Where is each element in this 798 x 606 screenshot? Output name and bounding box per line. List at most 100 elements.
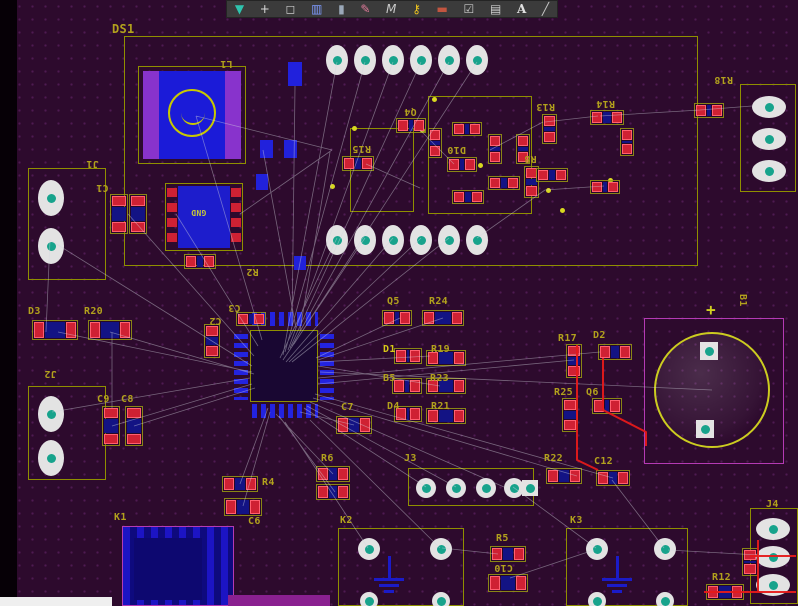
selection-box-icon[interactable]: ◻	[285, 1, 296, 16]
label-ds1[interactable]: DS1	[112, 22, 135, 36]
label-l1[interactable]: L1	[220, 58, 233, 69]
label-c9[interactable]: C9	[97, 394, 110, 405]
label-c12[interactable]: C12	[594, 456, 613, 467]
th-pad[interactable]	[438, 45, 460, 75]
label-q6[interactable]: Q6	[586, 387, 599, 398]
component-chip[interactable]	[488, 176, 520, 190]
component-r24[interactable]	[422, 310, 464, 326]
component-chip[interactable]	[428, 128, 442, 158]
label-r24[interactable]: R24	[429, 296, 448, 307]
via[interactable]	[432, 97, 437, 102]
component-r19[interactable]	[426, 350, 466, 366]
component-chip[interactable]	[590, 180, 620, 194]
label-q4[interactable]: Q4	[404, 106, 417, 117]
component-q5[interactable]	[382, 310, 412, 326]
label-d3[interactable]: D3	[28, 306, 41, 317]
r18-pad-2[interactable]	[752, 128, 786, 150]
column-chart-icon[interactable]: ▥	[311, 1, 323, 16]
component-r17[interactable]	[566, 344, 582, 378]
via[interactable]	[478, 163, 483, 168]
component-r8[interactable]	[524, 166, 539, 198]
component-q6[interactable]	[592, 398, 622, 414]
component-c7[interactable]	[336, 416, 372, 434]
label-c8[interactable]: C8	[121, 394, 134, 405]
checkbox-edit-icon[interactable]: ☑	[463, 1, 475, 16]
pencil-icon[interactable]: ✎	[360, 1, 371, 16]
label-j1[interactable]: J1	[86, 158, 99, 169]
via[interactable]	[546, 188, 551, 193]
j4-pad-3[interactable]	[756, 574, 790, 596]
j3-pad-5[interactable]	[522, 480, 538, 496]
label-d10[interactable]: D10	[447, 144, 466, 155]
label-r2[interactable]: R2	[246, 266, 259, 277]
filled-rect-icon[interactable]: ▮	[338, 1, 345, 16]
label-r15[interactable]: R15	[352, 143, 371, 154]
label-j4[interactable]: J4	[766, 499, 779, 510]
component-r4[interactable]	[222, 476, 258, 492]
th-pad[interactable]	[466, 45, 488, 75]
j2-pad-2[interactable]	[38, 440, 64, 476]
component-r2[interactable]	[184, 254, 216, 269]
component-r23[interactable]	[426, 378, 466, 394]
k2-pad-4[interactable]	[432, 592, 450, 606]
text-icon[interactable]: A	[516, 1, 527, 16]
label-d4[interactable]: D4	[387, 401, 400, 412]
component-blue-cap[interactable]	[284, 140, 297, 158]
component-blue-cap[interactable]	[260, 140, 273, 158]
k3-pad-1[interactable]	[586, 538, 608, 560]
dimension-icon[interactable]: M	[386, 1, 397, 16]
component-r18-outline[interactable]	[740, 84, 796, 192]
component-c1-b[interactable]	[129, 194, 147, 234]
label-r20[interactable]: R20	[84, 306, 103, 317]
th-pad[interactable]	[326, 225, 348, 255]
th-pad[interactable]	[382, 225, 404, 255]
th-pad[interactable]	[410, 45, 432, 75]
component-l1-outline[interactable]	[138, 66, 246, 164]
label-r8[interactable]: R8	[524, 153, 537, 164]
component-r20[interactable]	[88, 320, 132, 340]
label-r22[interactable]: R22	[544, 453, 563, 464]
label-c1[interactable]: C1	[96, 182, 109, 193]
th-pad[interactable]	[466, 225, 488, 255]
component-chip[interactable]	[742, 548, 758, 576]
component-r6[interactable]	[316, 466, 350, 482]
via[interactable]	[330, 184, 335, 189]
label-k2[interactable]: K2	[340, 515, 353, 526]
component-c10[interactable]	[488, 574, 528, 592]
component-u1-body[interactable]	[178, 186, 230, 248]
component-blue-cap[interactable]	[256, 174, 268, 190]
label-r21[interactable]: R21	[431, 401, 450, 412]
component-r14[interactable]	[590, 110, 624, 125]
b1-pad-1[interactable]	[700, 342, 718, 360]
j1-pad-1[interactable]	[38, 180, 64, 216]
component-b5[interactable]	[392, 378, 422, 394]
label-k3[interactable]: K3	[570, 515, 583, 526]
j2-pad-1[interactable]	[38, 396, 64, 432]
j3-pad-4[interactable]	[504, 478, 524, 498]
component-chip[interactable]	[488, 134, 502, 164]
component-r5[interactable]	[490, 546, 526, 562]
label-r14[interactable]: R14	[596, 98, 615, 109]
label-j3[interactable]: J3	[404, 453, 417, 464]
via[interactable]	[352, 126, 357, 131]
r18-pad-3[interactable]	[752, 160, 786, 182]
component-j2-outline[interactable]	[28, 386, 106, 480]
component-r18-res[interactable]	[694, 103, 724, 118]
label-d1[interactable]: D1	[383, 344, 396, 355]
label-r6[interactable]: R6	[321, 453, 334, 464]
th-pad[interactable]	[438, 225, 460, 255]
component-q4[interactable]	[396, 118, 426, 133]
line-icon[interactable]: ╱	[541, 1, 550, 16]
k2-pad-2[interactable]	[430, 538, 452, 560]
label-c2[interactable]: C2	[209, 315, 222, 326]
th-pad[interactable]	[382, 45, 404, 75]
r18-pad-1[interactable]	[752, 96, 786, 118]
k3-pad-3[interactable]	[588, 592, 606, 606]
key-icon[interactable]: ⚷	[412, 1, 421, 16]
j3-pad-3[interactable]	[476, 478, 496, 498]
component-blue-cap[interactable]	[288, 62, 302, 86]
component-c2[interactable]	[204, 324, 220, 358]
eraser-icon[interactable]: ▬	[436, 1, 448, 16]
component-d3[interactable]	[32, 320, 78, 340]
label-r5[interactable]: R5	[496, 533, 509, 544]
